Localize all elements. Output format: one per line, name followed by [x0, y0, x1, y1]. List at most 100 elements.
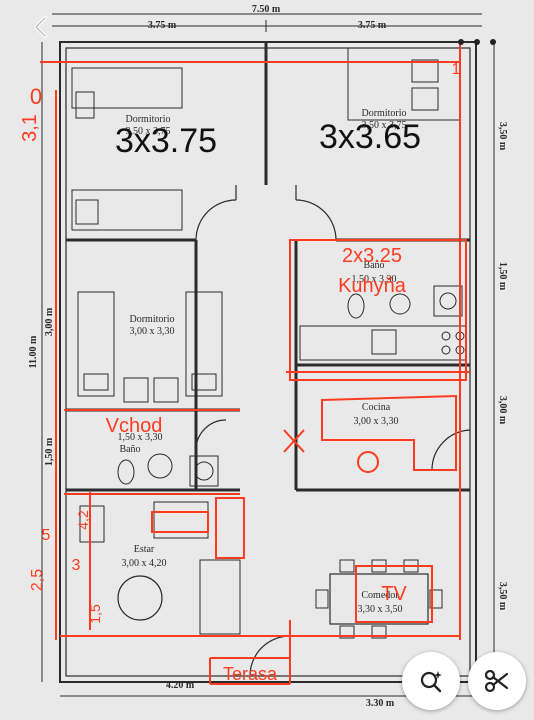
annotation-three: 3	[72, 557, 81, 574]
more-dots-icon	[474, 39, 480, 45]
sink-2	[433, 285, 463, 317]
sink-bowl-2	[439, 292, 457, 310]
pillow-2b	[411, 87, 439, 111]
room-kitchen-size: 3,00 x 3,30	[354, 416, 399, 427]
chair-4	[339, 625, 355, 639]
chair-1	[339, 559, 355, 573]
more-dots-icon	[490, 39, 496, 45]
dim-right-1: 3,50 m	[497, 122, 508, 151]
dining-table	[329, 573, 429, 625]
room-dorm1-name: Dormitorio	[126, 114, 171, 125]
red-annotations-text: 3x3.75 3x3.65 2x3.25 Kuhyňa Vchod Terasa…	[19, 61, 461, 684]
annotation-vchod: Vchod	[106, 415, 163, 437]
shower-2	[389, 293, 411, 315]
scissors-icon	[484, 669, 509, 693]
chair-7	[429, 589, 443, 609]
annotation-room2: 3x3.65	[319, 118, 421, 156]
sofa	[199, 559, 241, 635]
bed-3a	[77, 291, 115, 397]
room-dorm2-size: 3,50 x 3,75	[362, 120, 407, 131]
dim-top-left: 3.75 m	[148, 20, 177, 31]
chair-5	[371, 625, 387, 639]
dim-left-lower: 1,50 m	[44, 437, 55, 466]
annotation-kitchen-size: 2x3.25	[342, 245, 402, 267]
outer-wall-inner	[65, 47, 471, 677]
dim-top-total: 7.50 m	[252, 4, 281, 15]
annotation-one: 1	[452, 61, 461, 78]
red-circle	[357, 451, 379, 473]
pillow-2a	[411, 59, 439, 83]
visual-search-icon	[420, 671, 442, 693]
red-shape-counter	[321, 394, 457, 471]
annotation-4-2: 4,2	[75, 510, 91, 530]
room-bath1-name: Baño	[119, 444, 140, 455]
annotation-left-size: 3,1	[19, 114, 41, 142]
toilet-1	[117, 459, 135, 485]
dim-bottom-left: 4.20 m	[166, 680, 195, 691]
room-living-name: Estar	[134, 544, 155, 555]
dim-left-total: 11.00 m	[28, 335, 39, 368]
annotation-1-5: 1,5	[87, 604, 103, 624]
sink-bowl-1	[194, 461, 214, 481]
coffee-table	[117, 575, 163, 621]
room-bath1-size: 1,50 x 3,30	[118, 432, 163, 443]
nightstand-1	[75, 91, 95, 119]
annotation-kitchen: Kuhyňa	[338, 275, 407, 297]
red-markup	[40, 40, 470, 685]
sink-1	[189, 455, 219, 487]
door-arc-4	[431, 429, 471, 471]
room-labels: Dormitorio 3,50 x 3,75 Dormitorio 3,50 x…	[118, 108, 407, 615]
bed-3b	[185, 291, 223, 397]
dim-left-upper: 3,00 m	[44, 307, 55, 336]
annotation-zero: 0	[30, 84, 42, 109]
red-box-kitchen	[289, 239, 467, 381]
more-options-button[interactable]	[458, 34, 496, 50]
bed-1a	[71, 67, 183, 109]
door-arc-3	[195, 419, 227, 451]
annotation-tv: TV	[381, 583, 407, 605]
dim-top-right: 3.75 m	[358, 20, 387, 31]
room-dorm3-size: 3,00 x 3,30	[130, 326, 175, 337]
door-arc-1	[195, 199, 237, 241]
pillow-1	[75, 199, 99, 225]
dim-right-4: 3,50 m	[497, 582, 508, 611]
toilet-2	[347, 293, 365, 319]
red-x-2	[283, 429, 305, 453]
annotation-five: 5	[42, 527, 51, 544]
more-dots-icon	[458, 39, 464, 45]
red-rect-tv	[355, 565, 433, 623]
chair-6	[315, 589, 329, 609]
burner-3	[441, 345, 451, 355]
chevron-left-icon	[34, 16, 47, 38]
shower-1	[147, 453, 173, 479]
room-dining-size: 3,30 x 3,50	[358, 604, 403, 615]
dim-bottom-right: 3.30 m	[366, 698, 395, 709]
pillow-3b	[191, 373, 217, 391]
room-dorm1-size: 3,50 x 3,75	[126, 126, 171, 137]
crop-button[interactable]	[468, 652, 526, 710]
armchair-1	[79, 505, 105, 543]
room-dorm2-name: Dormitorio	[362, 108, 407, 119]
nightstand-3a	[123, 377, 149, 403]
door-arc-2	[295, 199, 337, 241]
dim-right-2: 1,50 m	[497, 262, 508, 291]
back-button[interactable]	[24, 10, 58, 44]
visual-search-button[interactable]	[402, 652, 460, 710]
room-bath2-size: 1,50 x 3,30	[352, 274, 397, 285]
annotation-left-2-5: 2,5	[29, 569, 46, 591]
kitchen-sink	[371, 329, 397, 355]
bed-1b	[71, 189, 183, 231]
room-kitchen-name: Cocina	[362, 402, 391, 413]
dimension-labels: 7.50 m 3.75 m 3.75 m 11.00 m 3,00 m 1,50…	[28, 4, 508, 709]
room-living-size: 3,00 x 4,20	[122, 558, 167, 569]
viewer-top-bar	[0, 0, 534, 56]
dim-right-3: 3,00 m	[497, 396, 508, 425]
annotation-room1: 3x3.75	[115, 122, 217, 160]
burner-1	[441, 331, 451, 341]
room-bath2-name: Baño	[363, 260, 384, 271]
pillow-3a	[83, 373, 109, 391]
room-dining-name: Comedor	[361, 590, 399, 601]
red-rect-chair	[151, 511, 209, 533]
